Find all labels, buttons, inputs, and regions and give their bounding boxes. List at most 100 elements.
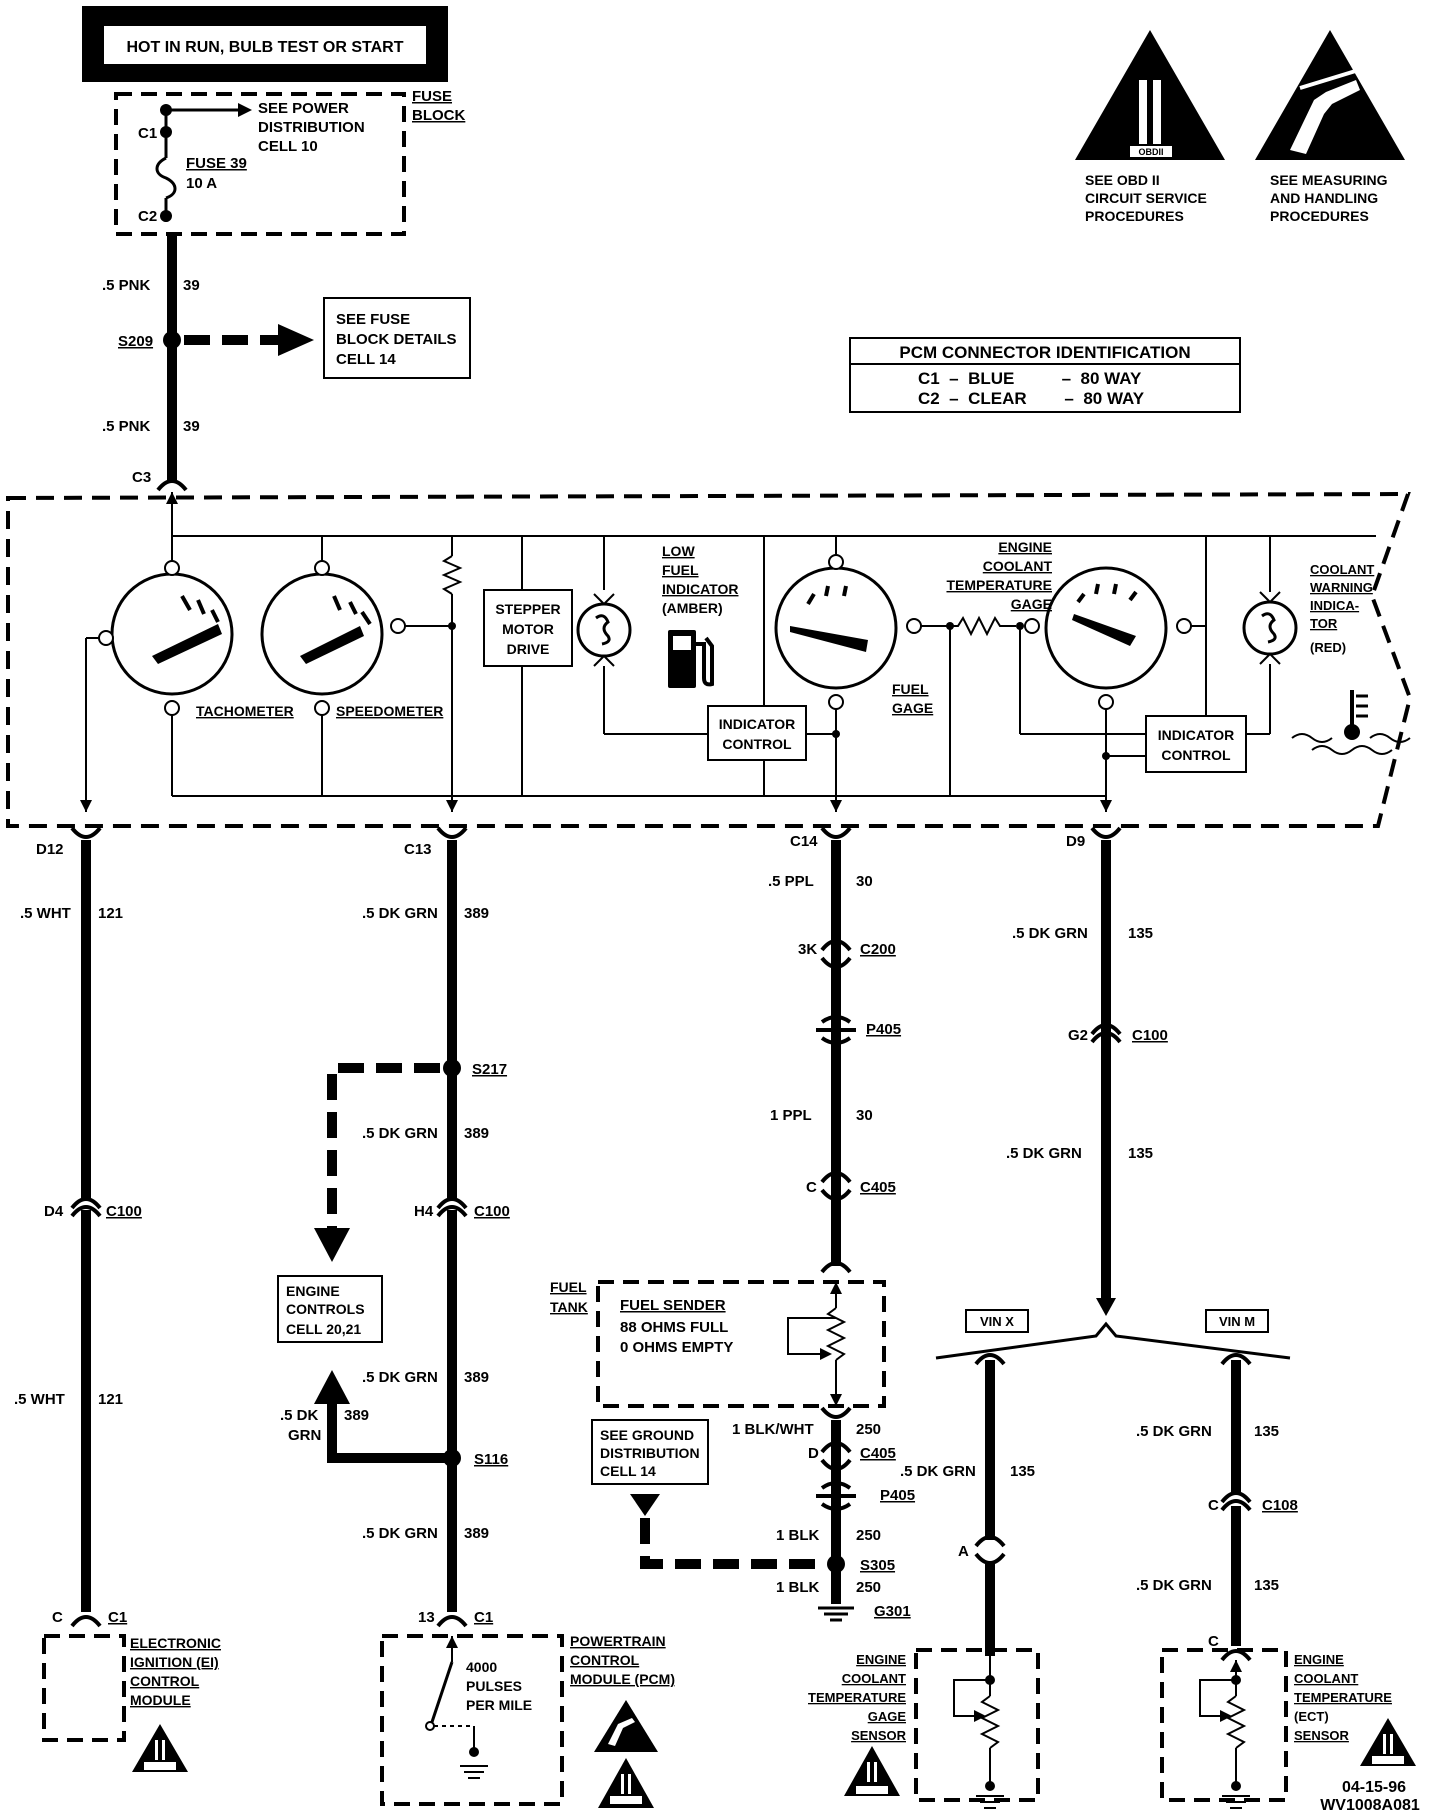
connector-d9	[1090, 826, 1122, 839]
coolant-warning-label-3: INDICA-	[1310, 598, 1359, 613]
connector-d12-label: D12	[36, 841, 64, 858]
coolant-warning-label-5: (RED)	[1310, 640, 1346, 655]
fuel-tank-label-2: TANK	[550, 1299, 588, 1315]
stepper-label-1: STEPPER	[495, 601, 560, 617]
tachometer-gauge: TACHOMETER	[80, 536, 294, 812]
wire-250-1-circuit: 250	[856, 1421, 881, 1438]
wire-250-2-circuit: 250	[856, 1527, 881, 1544]
wire-135-1-label: .5 DK GRN	[1012, 925, 1088, 942]
fuel-sender	[596, 1280, 886, 1408]
esd-ref-line3: PROCEDURES	[1270, 208, 1369, 224]
fuel-indicator-control-label-1: INDICATOR	[719, 716, 795, 732]
pulses-label-2: PULSES	[466, 1678, 522, 1694]
right-wire-135-2-circuit: 135	[1254, 1577, 1279, 1594]
s217-dashed-branch	[327, 1063, 440, 1228]
wire-135-2-circuit: 135	[1128, 1145, 1153, 1162]
ect-indicator-control: INDICATOR CONTROL	[1102, 715, 1270, 773]
left-sensor-label-3: TEMPERATURE	[808, 1690, 906, 1705]
ground-g301-label: G301	[874, 1603, 911, 1620]
ect-sensor-pin: C	[1208, 1633, 1219, 1650]
circuit-30: C14 .5 PPL 30 3K C200 P405 1 PPL 30 C C4…	[550, 826, 915, 1622]
pulses-label-3: PER MILE	[466, 1697, 532, 1713]
wire-389-2-label: .5 DK GRN	[362, 1125, 438, 1142]
vin-x-label: VIN X	[980, 1314, 1014, 1329]
right-sensor-label-4: (ECT)	[1294, 1709, 1329, 1724]
engine-controls-ref	[277, 1275, 383, 1343]
coolant-warning-label-1: COOLANT	[1310, 562, 1374, 577]
connector-c405-d	[820, 1441, 852, 1471]
splice-s209	[163, 331, 181, 349]
left-sensor-label-5: SENSOR	[851, 1728, 907, 1743]
wire-121-bottom-label: .5 WHT	[14, 1391, 65, 1408]
right-wire-135-1-circuit: 135	[1254, 1423, 1279, 1440]
low-fuel-label-4: (AMBER)	[662, 600, 723, 616]
low-fuel-label-3: INDICATOR	[662, 581, 738, 597]
ect-sensor	[1160, 1648, 1288, 1802]
speedometer-label: SPEEDOMETER	[336, 703, 443, 719]
fuse-block-title-2: BLOCK	[412, 107, 465, 124]
footer-date: 04-15-96	[1342, 1779, 1406, 1796]
wire-389-2-circuit: 389	[464, 1125, 489, 1142]
ei-connector-pin: C	[52, 1609, 63, 1626]
coolant-temperature-icon	[1291, 690, 1411, 755]
obd-ii-ref-line3: PROCEDURES	[1085, 208, 1184, 224]
splice-s305	[827, 1555, 845, 1573]
right-wire-135-2-label: .5 DK GRN	[1136, 1577, 1212, 1594]
connector-c13-label: C13	[404, 841, 432, 858]
coolant-warning-label-4: TOR	[1310, 616, 1338, 631]
ect-gage-label-4: GAGE	[1011, 596, 1052, 612]
wire-389-1-label: .5 DK GRN	[362, 905, 438, 922]
connector-c14	[820, 826, 852, 839]
right-sensor-label-5: SENSOR	[1294, 1728, 1350, 1743]
connector-d12	[70, 826, 102, 839]
fuel-gage-label-2: GAGE	[892, 700, 933, 716]
c405-c-pin: C	[806, 1179, 817, 1196]
esd-ref-line2: AND HANDLING	[1270, 190, 1378, 206]
wire-135-1-circuit: 135	[1128, 925, 1153, 942]
left-wire-135-label: .5 DK GRN	[900, 1463, 976, 1480]
powertrain-control-module	[380, 1634, 564, 1806]
c405-d-pin: D	[808, 1445, 819, 1462]
c405-c-conn: C405	[860, 1179, 896, 1196]
wire-39-lower-circuit: 39	[183, 418, 200, 435]
obd-ii-badge-ect-sensor	[1360, 1718, 1416, 1766]
c100-h4-conn: C100	[474, 1203, 510, 1220]
left-sensor-label-2: COOLANT	[842, 1671, 906, 1686]
ground-ref-label-2: DISTRIBUTION	[600, 1445, 700, 1461]
vin-selection-bar	[935, 1321, 1291, 1360]
connector-c100-h4	[436, 1197, 468, 1218]
pass-through-p405-lower	[816, 1481, 856, 1511]
c100-g2-pin: G2	[1068, 1027, 1088, 1044]
right-sensor-label-3: TEMPERATURE	[1294, 1690, 1392, 1705]
fuse-block-details-ref-3: CELL 14	[336, 351, 396, 368]
fuse-block-c1-label: C1	[138, 125, 157, 142]
connector-c108	[1220, 1491, 1252, 1512]
connector-c405-c	[820, 1171, 852, 1201]
esd-badge-pcm	[594, 1700, 658, 1752]
connector-c100-d4	[70, 1197, 102, 1218]
ei-module-label-4: MODULE	[130, 1692, 191, 1708]
wire-250-3-label: 1 BLK	[776, 1579, 820, 1596]
ground-g301	[818, 1606, 854, 1622]
wire-30-1-label: .5 PPL	[768, 873, 814, 890]
s116-branch-wire	[327, 1400, 452, 1463]
tachometer-label: TACHOMETER	[196, 703, 294, 719]
connector-a-pin: A	[958, 1543, 969, 1560]
splice-s217-label: S217	[472, 1061, 507, 1078]
coolant-warning-label-2: WARNING	[1310, 580, 1373, 595]
c108-pin: C	[1208, 1497, 1219, 1514]
c405-d-conn: C405	[860, 1445, 896, 1462]
c200-pin: 3K	[798, 941, 817, 958]
obd-ii-symbol: OBDII SEE OBD II CIRCUIT SERVICE PROCEDU…	[1075, 30, 1225, 224]
left-sensor-label-4: GAGE	[868, 1709, 907, 1724]
ect-indicator-control-label-1: INDICATOR	[1158, 727, 1234, 743]
engine-controls-label-2: CONTROLS	[286, 1301, 365, 1317]
c200-conn: C200	[860, 941, 896, 958]
wire-250-1-label: 1 BLK/WHT	[732, 1421, 814, 1438]
p405-upper-label: P405	[866, 1021, 901, 1038]
connector-a	[974, 1535, 1006, 1565]
vin-m-label: VIN M	[1219, 1314, 1255, 1329]
ground-distribution-ref	[591, 1419, 709, 1485]
pcm-connector-label: C1	[474, 1609, 493, 1626]
